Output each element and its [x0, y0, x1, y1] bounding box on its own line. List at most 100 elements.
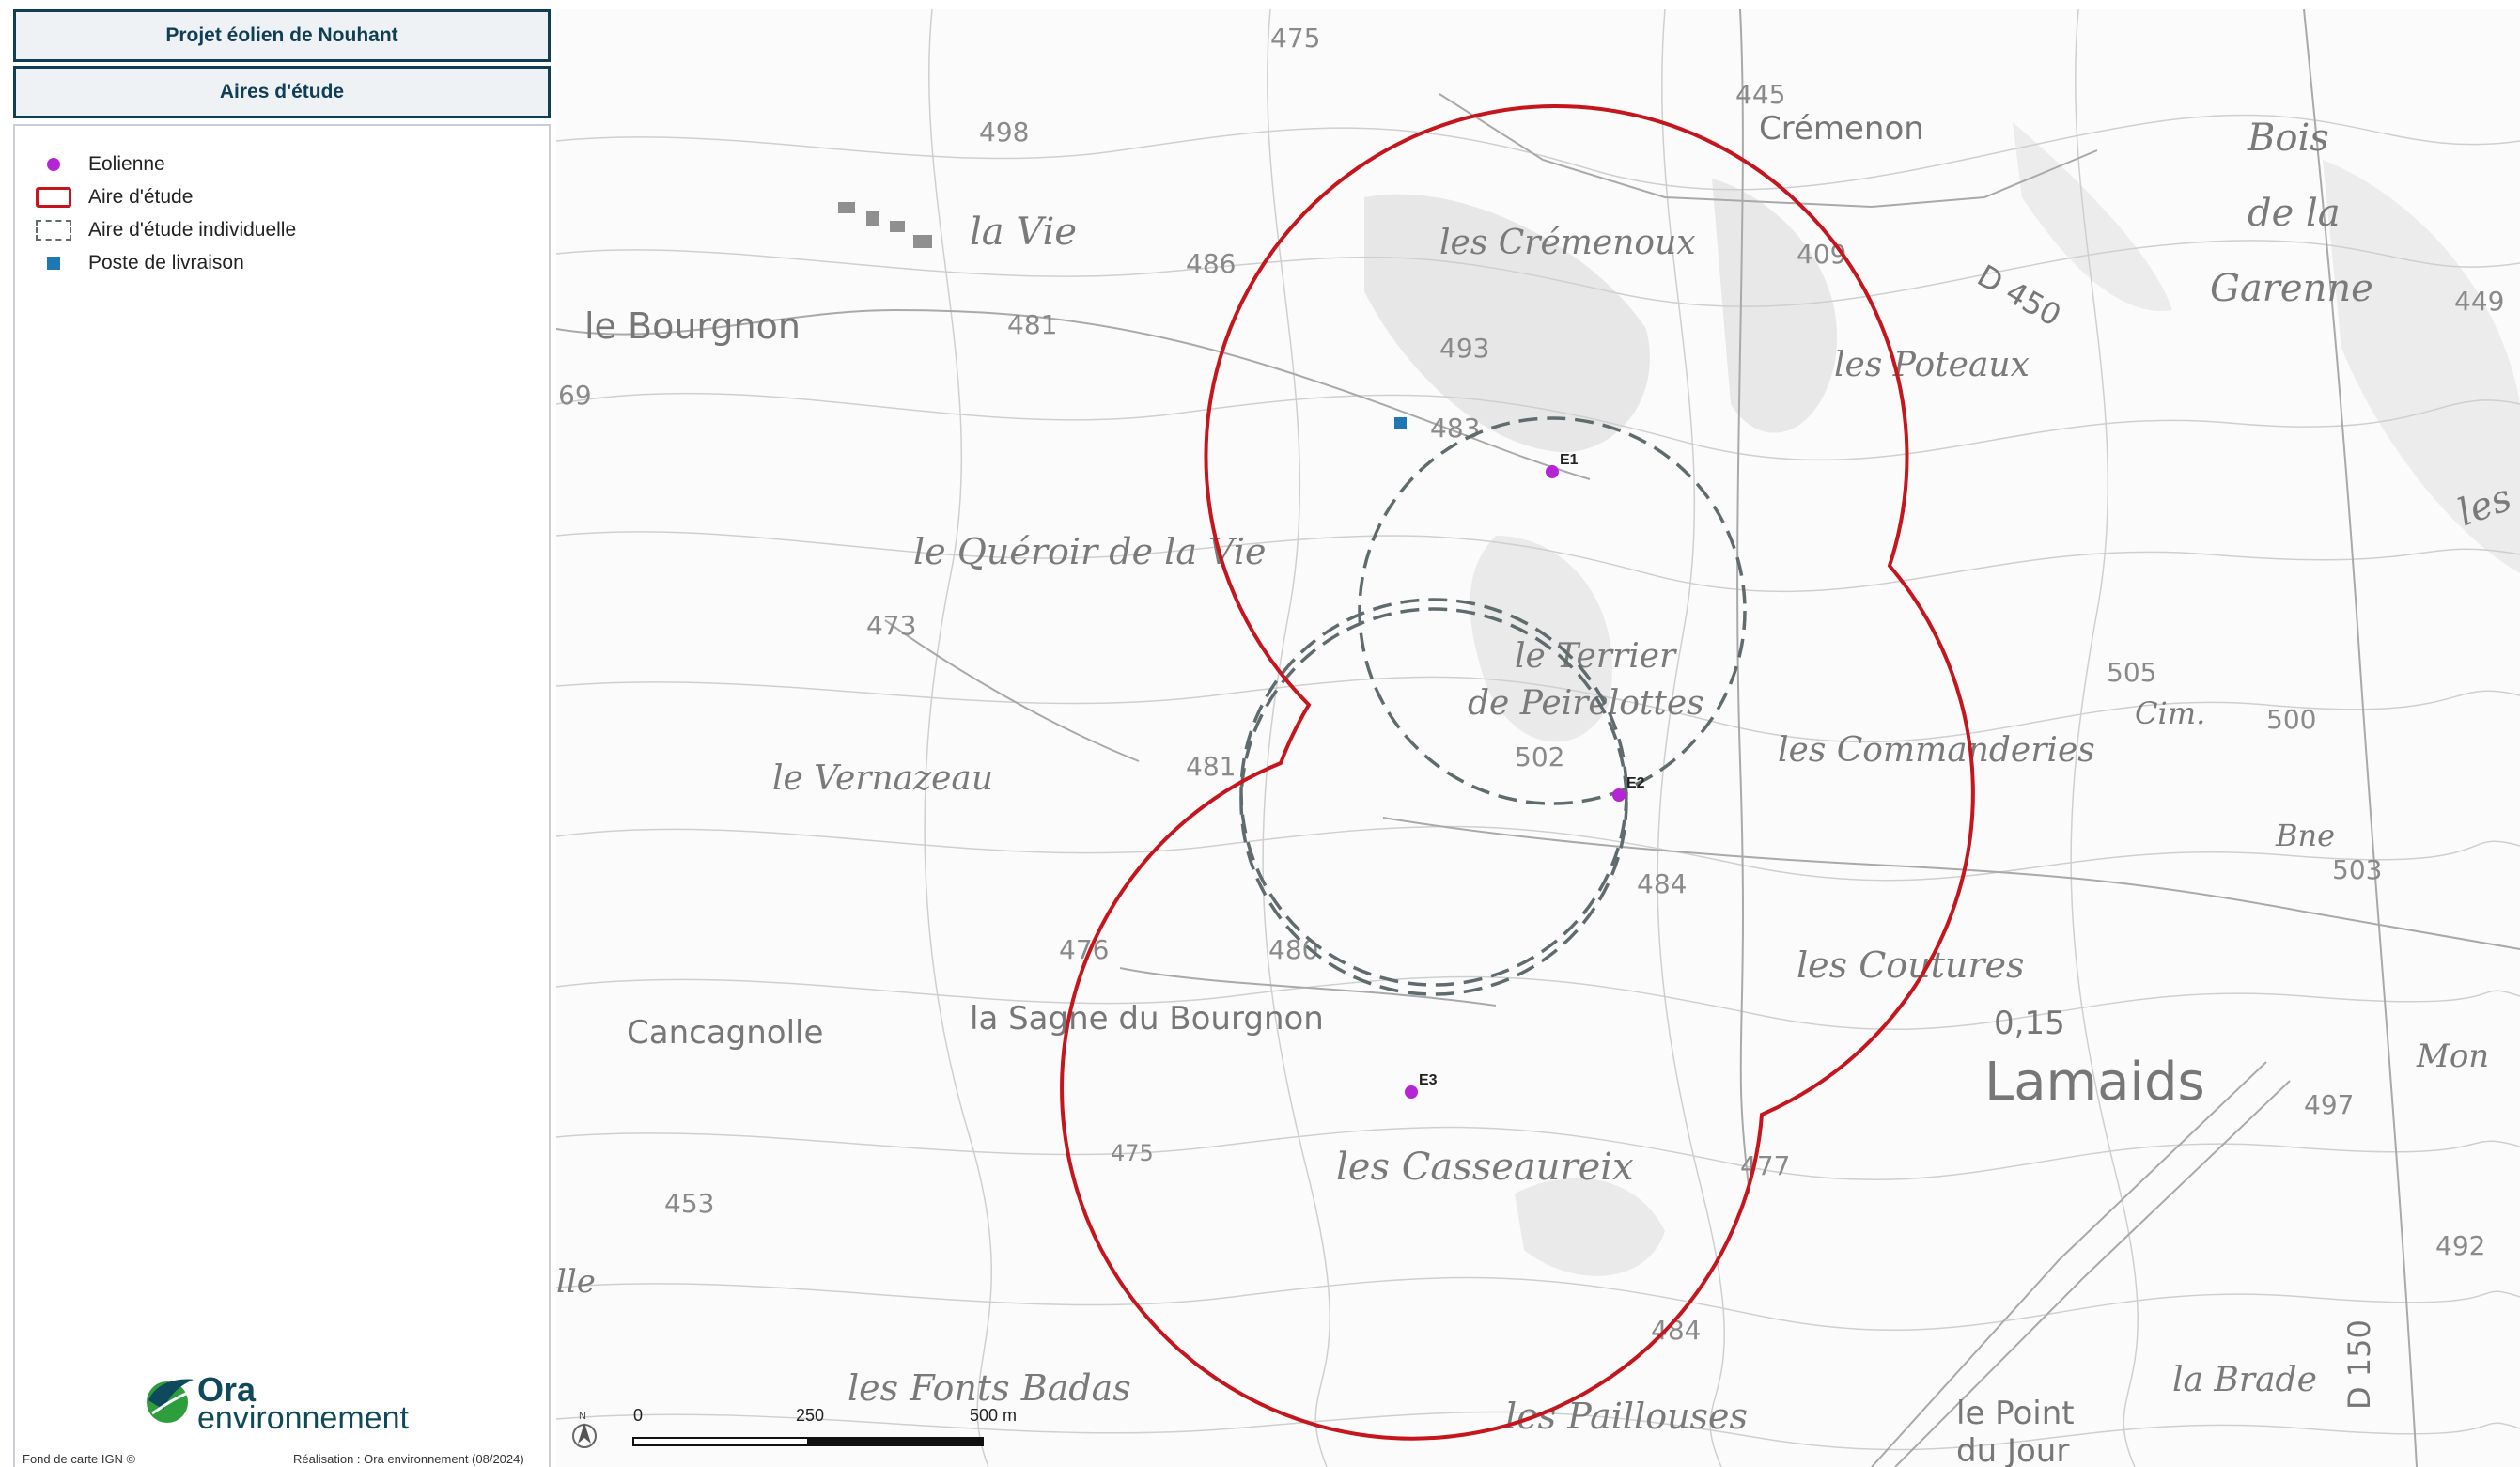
study-area-outline	[1060, 103, 1975, 1441]
svg-text:481: 481	[1007, 309, 1057, 340]
legend-label: Poste de livraison	[88, 252, 244, 273]
svg-text:502: 502	[1515, 741, 1564, 773]
svg-text:le Quéroir de la Vie: le Quéroir de la Vie	[913, 531, 1266, 572]
individual-area-e1	[1358, 416, 1747, 805]
svg-text:D 450: D 450	[1971, 258, 2067, 334]
legend-label: Aire d'étude	[88, 186, 194, 208]
svg-text:les Crémenoux: les Crémenoux	[1439, 224, 1696, 262]
svg-text:de la: de la	[2248, 192, 2341, 235]
svg-text:0,15: 0,15	[1994, 1005, 2065, 1042]
svg-text:la Sagne du Bourgnon: la Sagne du Bourgnon	[970, 1000, 1324, 1038]
scale-label-250: 250	[796, 1406, 824, 1425]
author-credit: Réalisation : Ora environnement (08/2024…	[293, 1452, 524, 1466]
svg-text:les Casseaureix: les Casseaureix	[1336, 1146, 1634, 1189]
svg-text:le Vernazeau: le Vernazeau	[772, 759, 993, 798]
svg-text:Bne: Bne	[2275, 818, 2335, 853]
map-canvas: la Vie le Bourgnon les Crémenoux Crémeno…	[556, 9, 2520, 1467]
svg-text:445: 445	[1735, 79, 1785, 110]
svg-text:Mon: Mon	[2416, 1038, 2489, 1075]
svg-text:473: 473	[866, 610, 916, 641]
basemap-credit: Fond de carte IGN ©	[23, 1452, 136, 1466]
logo-text-environnement: environnement	[197, 1400, 409, 1436]
basemap-roads	[556, 9, 2520, 1467]
logo-text-ora: Ora	[197, 1370, 257, 1409]
leaf-icon	[147, 1379, 194, 1423]
svg-text:les Coutures: les Coutures	[1797, 944, 2025, 986]
legend-label: Aire d'étude individuelle	[88, 219, 297, 241]
dashed-outline-icon	[36, 220, 71, 241]
svg-text:475: 475	[1270, 23, 1320, 54]
svg-text:de Peirelottes: de Peirelottes	[1468, 684, 1704, 723]
svg-text:481: 481	[1186, 751, 1236, 782]
svg-text:le Point: le Point	[1956, 1395, 2075, 1432]
spot-elevations: 475 498 486 481 445 409 449 493 483 69 4…	[558, 23, 2504, 1346]
basemap-village	[838, 202, 932, 248]
place-names: la Vie le Bourgnon les Crémenoux Crémeno…	[556, 110, 2517, 1467]
svg-text:les Paillouses: les Paillouses	[1505, 1396, 1748, 1437]
study-area	[1060, 103, 1975, 1441]
svg-text:Cim.: Cim.	[2135, 695, 2205, 731]
ora-logo: Ora environnement	[143, 1370, 443, 1438]
legend: Eolienne Aire d'étude Aire d'étude indiv…	[13, 124, 551, 1467]
svg-text:les Commanderies: les Commanderies	[1778, 731, 2095, 770]
svg-text:D 150: D 150	[2341, 1319, 2377, 1410]
legend-item-aire-individuelle: Aire d'étude individuelle	[34, 216, 296, 244]
project-title: Projet éolien de Nouhant	[13, 9, 551, 62]
individual-study-areas	[1239, 416, 1747, 996]
svg-text:500: 500	[2266, 704, 2316, 735]
svg-text:449: 449	[2454, 286, 2504, 317]
svg-text:du Jour: du Jour	[1956, 1432, 2069, 1467]
red-outline-icon	[36, 187, 71, 208]
turbine-e3-label: E3	[1419, 1072, 1438, 1088]
legend-label: Eolienne	[88, 153, 165, 175]
svg-text:les Poteaux: les Poteaux	[1834, 346, 2030, 384]
svg-text:483: 483	[1430, 413, 1480, 444]
turbine-e2-label: E2	[1626, 775, 1645, 791]
basemap-contours	[556, 9, 2520, 1467]
turbine-e1-label: E1	[1560, 452, 1579, 468]
map-features: E1 E2 E3	[1394, 417, 1645, 1099]
turbine-e1-marker	[1546, 465, 1559, 478]
svg-text:505: 505	[2107, 657, 2156, 688]
svg-text:493: 493	[1439, 333, 1489, 364]
svg-text:492: 492	[2435, 1230, 2485, 1261]
turbine-dot-icon	[47, 158, 60, 171]
svg-text:Crémenon: Crémenon	[1759, 110, 1924, 148]
turbine-e2-marker	[1612, 788, 1626, 802]
topographic-map[interactable]: la Vie le Bourgnon les Crémenoux Crémeno…	[556, 9, 2520, 1467]
svg-text:Garenne: Garenne	[2210, 267, 2373, 310]
legend-panel: Projet éolien de Nouhant Aires d'étude E…	[13, 9, 554, 1467]
svg-text:498: 498	[979, 117, 1029, 148]
svg-text:le Terrier: le Terrier	[1515, 637, 1677, 676]
scale-label-0: 0	[633, 1406, 643, 1425]
north-arrow-icon	[578, 1423, 591, 1444]
legend-item-aire-etude: Aire d'étude	[34, 183, 193, 211]
svg-text:475: 475	[1111, 1140, 1154, 1166]
svg-text:Lamaids: Lamaids	[1984, 1052, 2205, 1113]
svg-text:409: 409	[1797, 239, 1846, 270]
svg-text:484: 484	[1637, 868, 1687, 899]
svg-text:497: 497	[2304, 1089, 2354, 1120]
svg-text:477: 477	[1740, 1150, 1790, 1181]
turbine-e3-marker	[1405, 1085, 1418, 1099]
map-title: Aires d'étude	[13, 66, 551, 118]
scale-bar: 0 250 500 m	[632, 1406, 1017, 1446]
scale-label-500: 500 m	[970, 1406, 1017, 1425]
substation-marker	[1394, 417, 1407, 429]
legend-item-eolienne: Eolienne	[34, 150, 165, 179]
legend-item-poste: Poste de livraison	[34, 249, 244, 277]
svg-text:lle: lle	[556, 1263, 596, 1301]
svg-text:503: 503	[2332, 854, 2382, 885]
north-arrow: N	[572, 1411, 597, 1448]
svg-text:la Brade: la Brade	[2172, 1361, 2317, 1399]
svg-text:69: 69	[558, 380, 592, 411]
svg-text:486: 486	[1186, 248, 1236, 279]
svg-text:Cancagnolle: Cancagnolle	[627, 1014, 823, 1052]
individual-area-e3	[1239, 598, 1628, 987]
svg-text:453: 453	[664, 1188, 714, 1219]
blue-square-icon	[47, 257, 60, 270]
svg-text:la Vie: la Vie	[970, 211, 1077, 254]
north-arrow-label: N	[579, 1411, 586, 1422]
svg-text:Bois: Bois	[2247, 117, 2329, 160]
svg-text:les Fonts Badas: les Fonts Badas	[848, 1367, 1131, 1409]
